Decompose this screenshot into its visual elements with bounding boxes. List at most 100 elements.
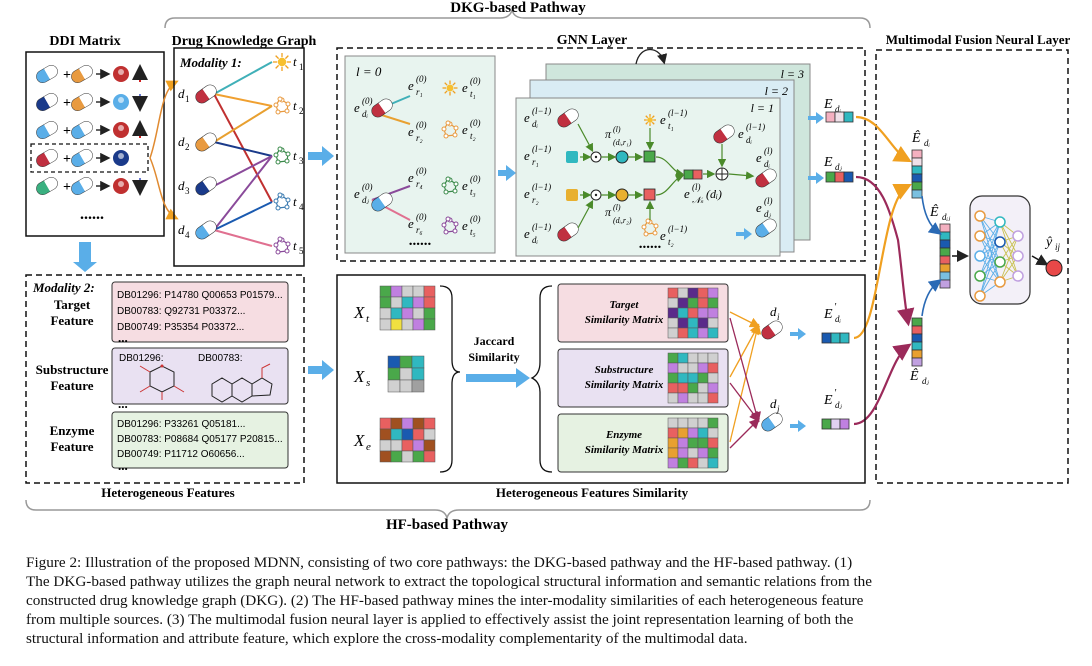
svg-text:e: e bbox=[408, 78, 414, 93]
relation-node bbox=[566, 189, 578, 201]
svg-text:s: s bbox=[366, 377, 370, 389]
svg-text:dᵢⱼ: dᵢⱼ bbox=[942, 212, 951, 222]
e-dj-label: E bbox=[823, 155, 833, 170]
svg-text:e: e bbox=[462, 218, 468, 233]
svg-text:(l): (l) bbox=[613, 203, 621, 212]
gnn-l3-label: l = 3 bbox=[781, 67, 804, 81]
embedding-e-di-out: e(l)dᵢ bbox=[756, 146, 773, 169]
drug-b-pill-icon bbox=[71, 65, 93, 83]
enzyme-feature-label-2: Feature bbox=[50, 439, 93, 454]
di-label: d bbox=[770, 304, 777, 319]
out-arrow bbox=[808, 112, 824, 124]
to-dj-arrow bbox=[729, 382, 760, 423]
hf-pathway-brace bbox=[25, 499, 871, 519]
svg-text:t: t bbox=[366, 313, 370, 325]
substructure-feature-panel bbox=[111, 347, 289, 405]
to-dj-arrow bbox=[729, 317, 761, 423]
svg-text:e: e bbox=[738, 126, 744, 141]
svg-text:dᵢ: dᵢ bbox=[746, 135, 753, 145]
neuron bbox=[994, 236, 1006, 248]
svg-text:(l−1): (l−1) bbox=[532, 106, 551, 116]
target-node-label: t bbox=[293, 54, 297, 69]
svg-text:e: e bbox=[354, 186, 360, 201]
similarity-matrix bbox=[667, 417, 719, 469]
dkg-title: Drug Knowledge Graph bbox=[172, 34, 317, 49]
svg-text:e: e bbox=[408, 170, 414, 185]
neuron bbox=[974, 270, 986, 282]
neighbor-vector bbox=[683, 169, 703, 180]
relation-node bbox=[566, 151, 578, 163]
caption-line-5: structural information and attribute fea… bbox=[26, 630, 748, 647]
target-molecule-icon bbox=[273, 192, 291, 211]
svg-text:e: e bbox=[462, 122, 468, 137]
ddi-ellipsis: ...... bbox=[80, 206, 104, 223]
ddi-down-arrow bbox=[73, 242, 97, 272]
target-dots: ... bbox=[118, 330, 128, 345]
svg-text:(0): (0) bbox=[470, 76, 481, 86]
similarity-title: Enzyme bbox=[605, 429, 642, 441]
embedding-e-t2-0: e(0)t₂ bbox=[462, 118, 481, 141]
plus-sign: + bbox=[63, 68, 71, 83]
x-t-matrix bbox=[379, 285, 436, 331]
target-molecule-icon bbox=[441, 176, 459, 195]
gnn-l2-label: l = 2 bbox=[765, 84, 788, 98]
svg-text:e: e bbox=[660, 112, 666, 127]
di-prime-to-fusion-arrow bbox=[853, 184, 912, 340]
enzyme-line-1: DB01296: P33261 Q05181... bbox=[117, 419, 245, 430]
embedding-e-t1-0: e(0)t₁ bbox=[462, 76, 481, 99]
hfs-box bbox=[336, 274, 866, 484]
drug-a-pill-icon bbox=[36, 149, 58, 167]
target-node-label: t bbox=[293, 98, 297, 113]
drug-node-pill-icon bbox=[195, 220, 217, 240]
small-arrow bbox=[790, 420, 806, 432]
kg-edge bbox=[213, 105, 273, 143]
similarity-subtitle: Similarity Matrix bbox=[585, 444, 664, 456]
svg-text:dⱼ: dⱼ bbox=[362, 195, 370, 205]
svg-text:dᵢ: dᵢ bbox=[835, 104, 842, 114]
similarity-subtitle: Similarity Matrix bbox=[585, 379, 664, 391]
kg-edge bbox=[213, 141, 273, 157]
layer-loop-arrow bbox=[635, 48, 668, 65]
svg-text:t₅: t₅ bbox=[470, 227, 476, 237]
embedding-e-t1-prev: e(l−1)t₁ bbox=[660, 108, 687, 131]
svg-text:𝒩ₛ: 𝒩ₛ bbox=[692, 195, 704, 205]
hf-to-hfs-arrow bbox=[308, 360, 334, 380]
kg-edge bbox=[213, 201, 273, 231]
svg-text:r₁: r₁ bbox=[416, 87, 423, 97]
embedding-e-r6-0: e(0)r₆ bbox=[408, 212, 427, 235]
target-molecule-icon bbox=[641, 218, 659, 237]
svg-text:dᵢ: dᵢ bbox=[532, 235, 539, 245]
target-feature-label-1: Target bbox=[54, 297, 91, 312]
svg-text:': ' bbox=[834, 388, 837, 399]
drug-pill-icon bbox=[713, 124, 735, 144]
e-hat-dij-label: Ê bbox=[929, 203, 939, 220]
gnn-title: GNN Layer bbox=[557, 33, 627, 48]
svg-text:e: e bbox=[354, 100, 360, 115]
drug-b-pill-icon bbox=[71, 93, 93, 111]
to-output-arrow bbox=[1031, 254, 1049, 266]
sub-id-1: DB01296: bbox=[119, 353, 163, 364]
ddi-matrix-title: DDI Matrix bbox=[49, 34, 120, 49]
similarity-matrix bbox=[667, 287, 719, 339]
svg-text:(l−1): (l−1) bbox=[532, 182, 551, 192]
svg-text:i: i bbox=[777, 312, 780, 322]
attention-node bbox=[615, 188, 629, 202]
target-molecule-icon bbox=[441, 120, 459, 139]
similarity-matrix bbox=[667, 352, 719, 404]
svg-text:t₁: t₁ bbox=[668, 121, 674, 131]
neuron bbox=[974, 290, 986, 302]
embedding-e-neighbors: e(l)𝒩ₛ bbox=[684, 182, 704, 205]
target-node-sub: 3 bbox=[299, 156, 304, 166]
ddi-to-dkg-arrow-up bbox=[149, 80, 179, 159]
embedding-e-dj-0: e(0)dⱼ bbox=[354, 182, 373, 205]
drug-i-pill-icon bbox=[761, 320, 783, 340]
dkg-pathway-title: DKG-based Pathway bbox=[450, 0, 586, 16]
svg-text:(0): (0) bbox=[416, 120, 427, 130]
svg-text:(0): (0) bbox=[470, 174, 481, 184]
neuron bbox=[1012, 230, 1024, 242]
svg-text:e: e bbox=[660, 228, 666, 243]
target-line-1: DB01296: P14780 Q00653 P01579... bbox=[117, 290, 283, 301]
x-s-matrix bbox=[387, 355, 425, 393]
kg-edge bbox=[213, 229, 273, 247]
